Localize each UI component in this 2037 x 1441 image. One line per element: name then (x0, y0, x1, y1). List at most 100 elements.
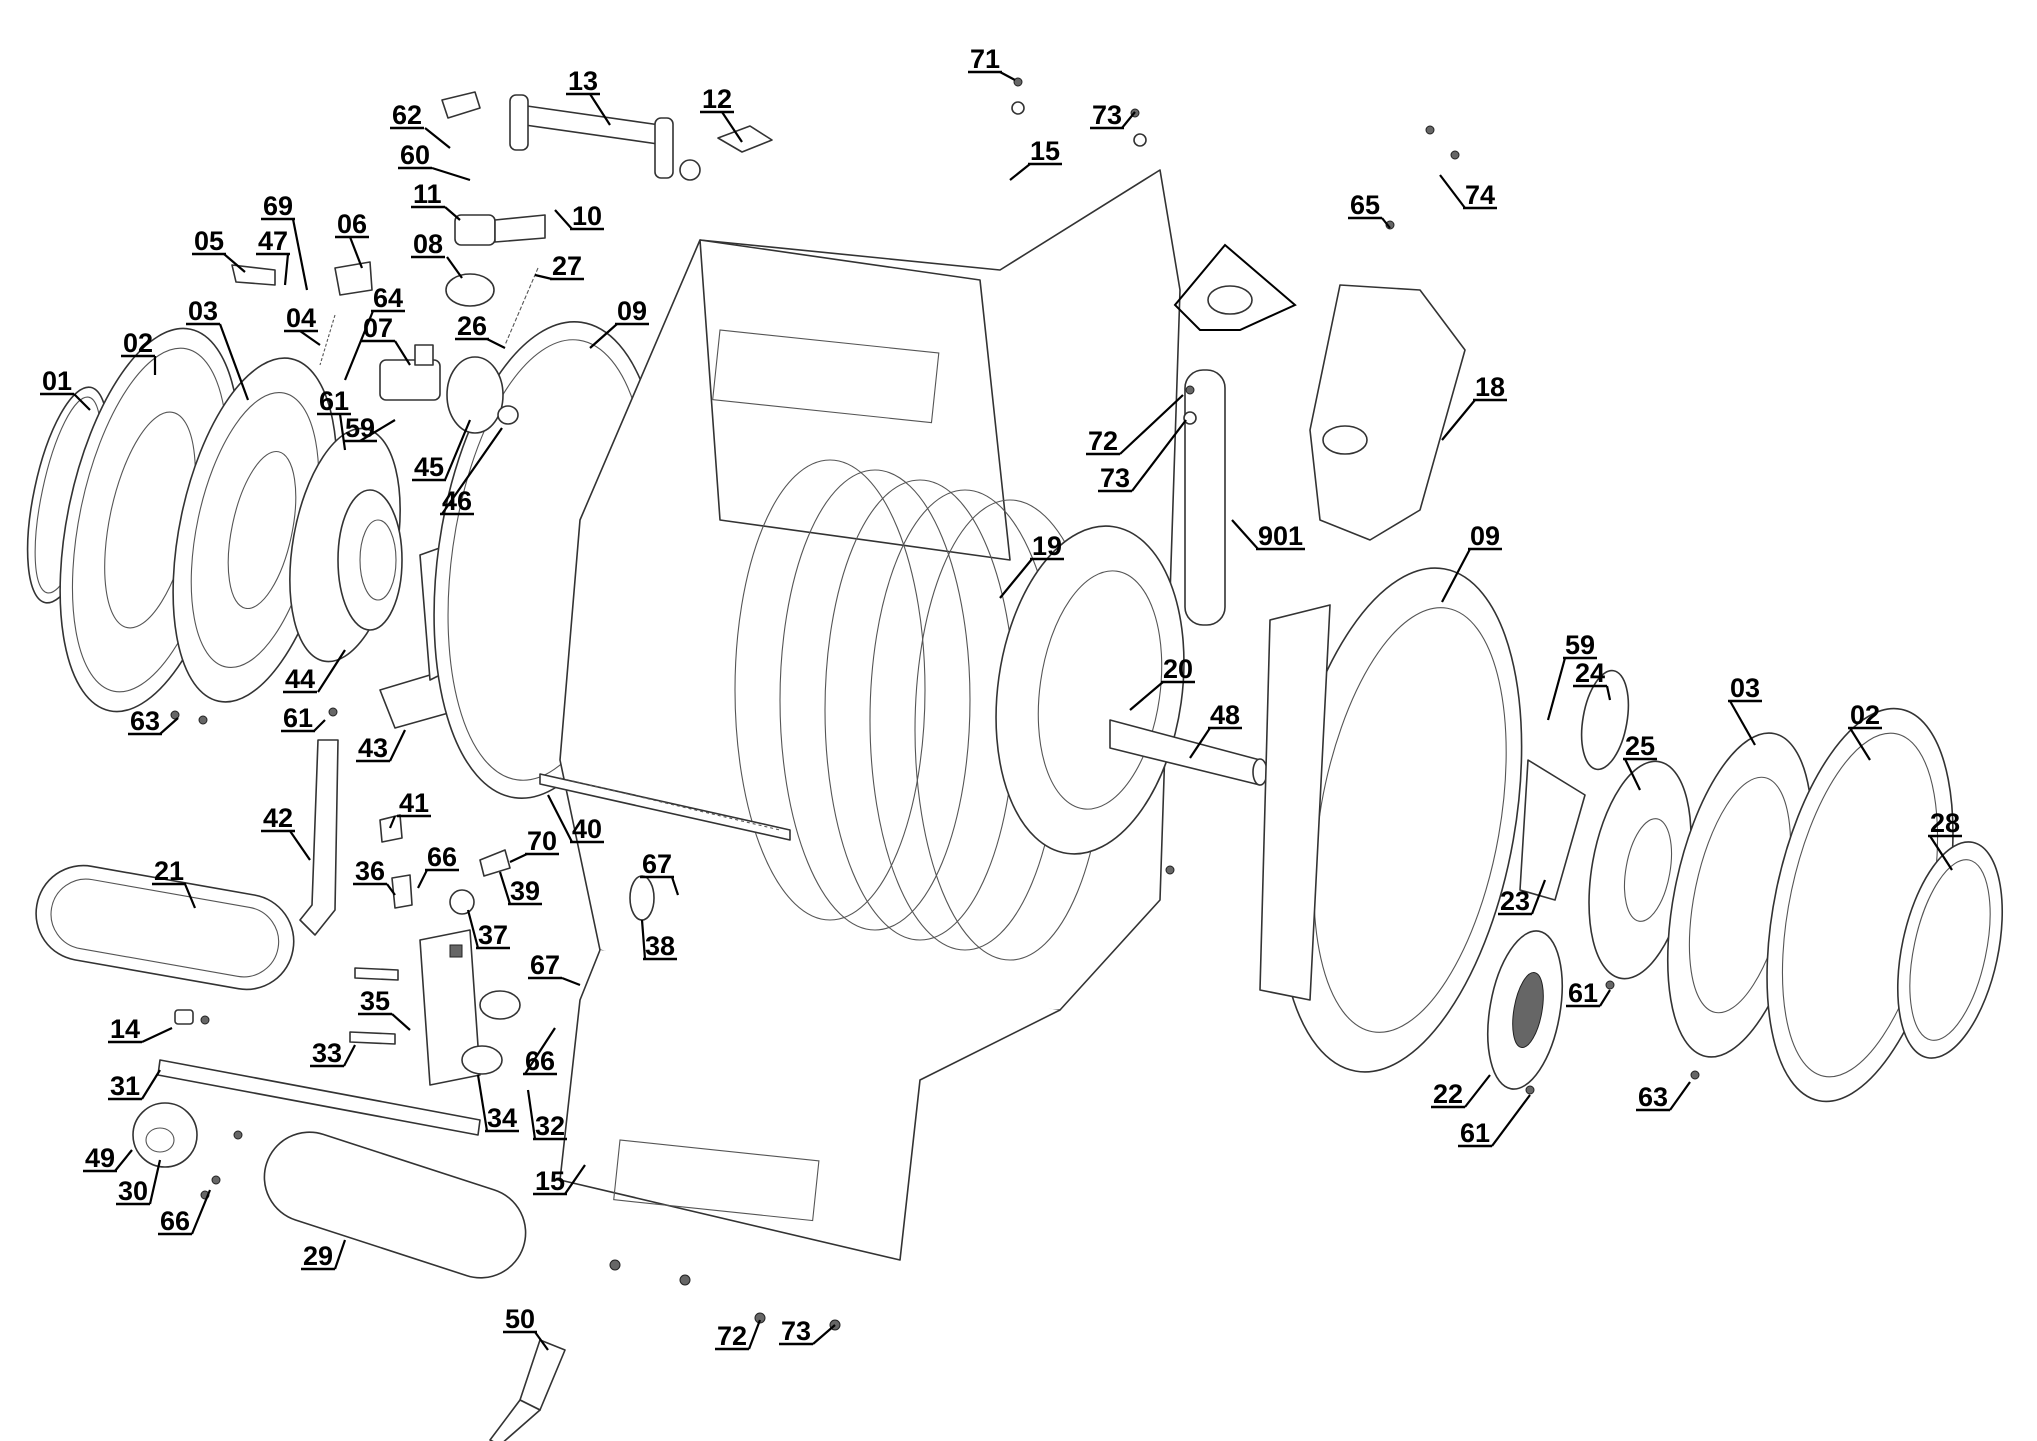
callout-73: 73 (1090, 100, 1136, 130)
leader-line (1381, 217, 1391, 229)
callout-label: 15 (535, 1166, 565, 1196)
callout-label: 31 (110, 1071, 140, 1101)
part-40-threaded-rod (539, 773, 791, 841)
part-46-pin (497, 405, 519, 425)
callout-26: 26 (455, 311, 506, 349)
callout-61: 61 (1566, 978, 1611, 1008)
callout-label: 61 (1568, 978, 1598, 1008)
callout-label: 66 (427, 842, 457, 872)
callout-61: 61 (1458, 1094, 1531, 1148)
callout-label: 39 (510, 876, 540, 906)
callout-label: 37 (478, 920, 508, 950)
part-13-handle (509, 94, 701, 181)
leader-line (486, 338, 506, 349)
callout-02: 02 (121, 328, 157, 375)
leader-line (73, 393, 91, 411)
leader-line (670, 876, 680, 896)
callout-label: 61 (319, 386, 349, 416)
callout-label: 34 (487, 1103, 517, 1133)
leader-line (141, 1027, 173, 1043)
callout-label: 42 (263, 803, 293, 833)
callout-36: 36 (353, 856, 396, 896)
callout-label: 02 (123, 328, 153, 358)
callout-67: 67 (528, 950, 581, 987)
callout-44: 44 (283, 649, 346, 694)
callout-61: 61 (281, 703, 326, 733)
leader-line (183, 883, 197, 909)
leader-line (1669, 1081, 1691, 1111)
callout-21: 21 (152, 856, 197, 909)
part-08-nut (445, 273, 495, 307)
callout-42: 42 (261, 803, 311, 861)
leader-line (343, 310, 375, 381)
part-05-clip (231, 264, 276, 286)
leader-line (1231, 519, 1259, 550)
part-901-tube (1173, 243, 1297, 626)
part-24-small-flange (1580, 669, 1630, 771)
leader-line (554, 209, 573, 230)
callout-label: 27 (552, 251, 582, 281)
leader-line (747, 1319, 762, 1350)
part-18-holder (1309, 284, 1466, 541)
leader-line (424, 127, 451, 149)
part-14-knob (174, 1009, 194, 1025)
callout-label: 44 (285, 664, 315, 694)
callout-label: 35 (360, 986, 390, 1016)
leader-line (441, 427, 503, 515)
callout-64: 64 (343, 283, 405, 381)
callout-label: 61 (1460, 1118, 1490, 1148)
callout-18: 18 (1441, 372, 1507, 441)
leader-line (1009, 163, 1031, 181)
leader-line (148, 1159, 162, 1205)
leader-line (386, 883, 396, 896)
callout-02: 02 (1848, 700, 1882, 761)
callout-label: 38 (645, 931, 675, 961)
leader-line (391, 1013, 411, 1031)
callout-07: 07 (361, 313, 411, 366)
part-42-pipe (299, 739, 339, 936)
callout-66: 66 (158, 1189, 212, 1236)
leader-line (1119, 394, 1184, 455)
leader-line (190, 1189, 212, 1235)
leader-line (283, 253, 290, 286)
callout-label: 06 (337, 209, 367, 239)
callout-59: 59 (1546, 630, 1597, 721)
leader-line (389, 729, 406, 762)
leader-line (1441, 399, 1476, 441)
callout-label: 14 (110, 1014, 140, 1044)
part-27-spring (504, 267, 539, 346)
callout-67: 67 (640, 849, 680, 896)
leader-line (1599, 989, 1611, 1007)
callout-63: 63 (128, 706, 179, 736)
callout-label: 13 (568, 66, 598, 96)
callout-label: 62 (392, 100, 422, 130)
callout-40: 40 (547, 794, 604, 844)
callout-70: 70 (509, 826, 559, 863)
callout-label: 09 (617, 296, 647, 326)
callout-65: 65 (1348, 190, 1391, 229)
callout-25: 25 (1623, 731, 1657, 791)
callout-03: 03 (1728, 673, 1762, 746)
callout-32: 32 (526, 1089, 567, 1141)
callout-06: 06 (335, 209, 369, 269)
leader-line (534, 1331, 549, 1351)
callout-label: 07 (363, 313, 393, 343)
callout-29: 29 (301, 1239, 347, 1271)
callout-03: 03 (186, 296, 250, 401)
part-29-belt (263, 1131, 527, 1279)
leader-line (999, 71, 1016, 81)
callout-label: 02 (1850, 700, 1880, 730)
callout-label: 74 (1465, 180, 1495, 210)
leader-line (343, 1044, 356, 1067)
callout-901: 901 (1231, 519, 1305, 551)
leader-line (466, 909, 480, 949)
leader-line (333, 1239, 347, 1270)
callout-label: 72 (1088, 426, 1118, 456)
leader-line (721, 111, 743, 143)
leader-line (417, 869, 428, 889)
part-28-ring (1896, 841, 2004, 1059)
part-33-bolt (349, 967, 399, 1045)
leader-line (159, 717, 179, 735)
callout-72: 72 (1086, 394, 1184, 456)
